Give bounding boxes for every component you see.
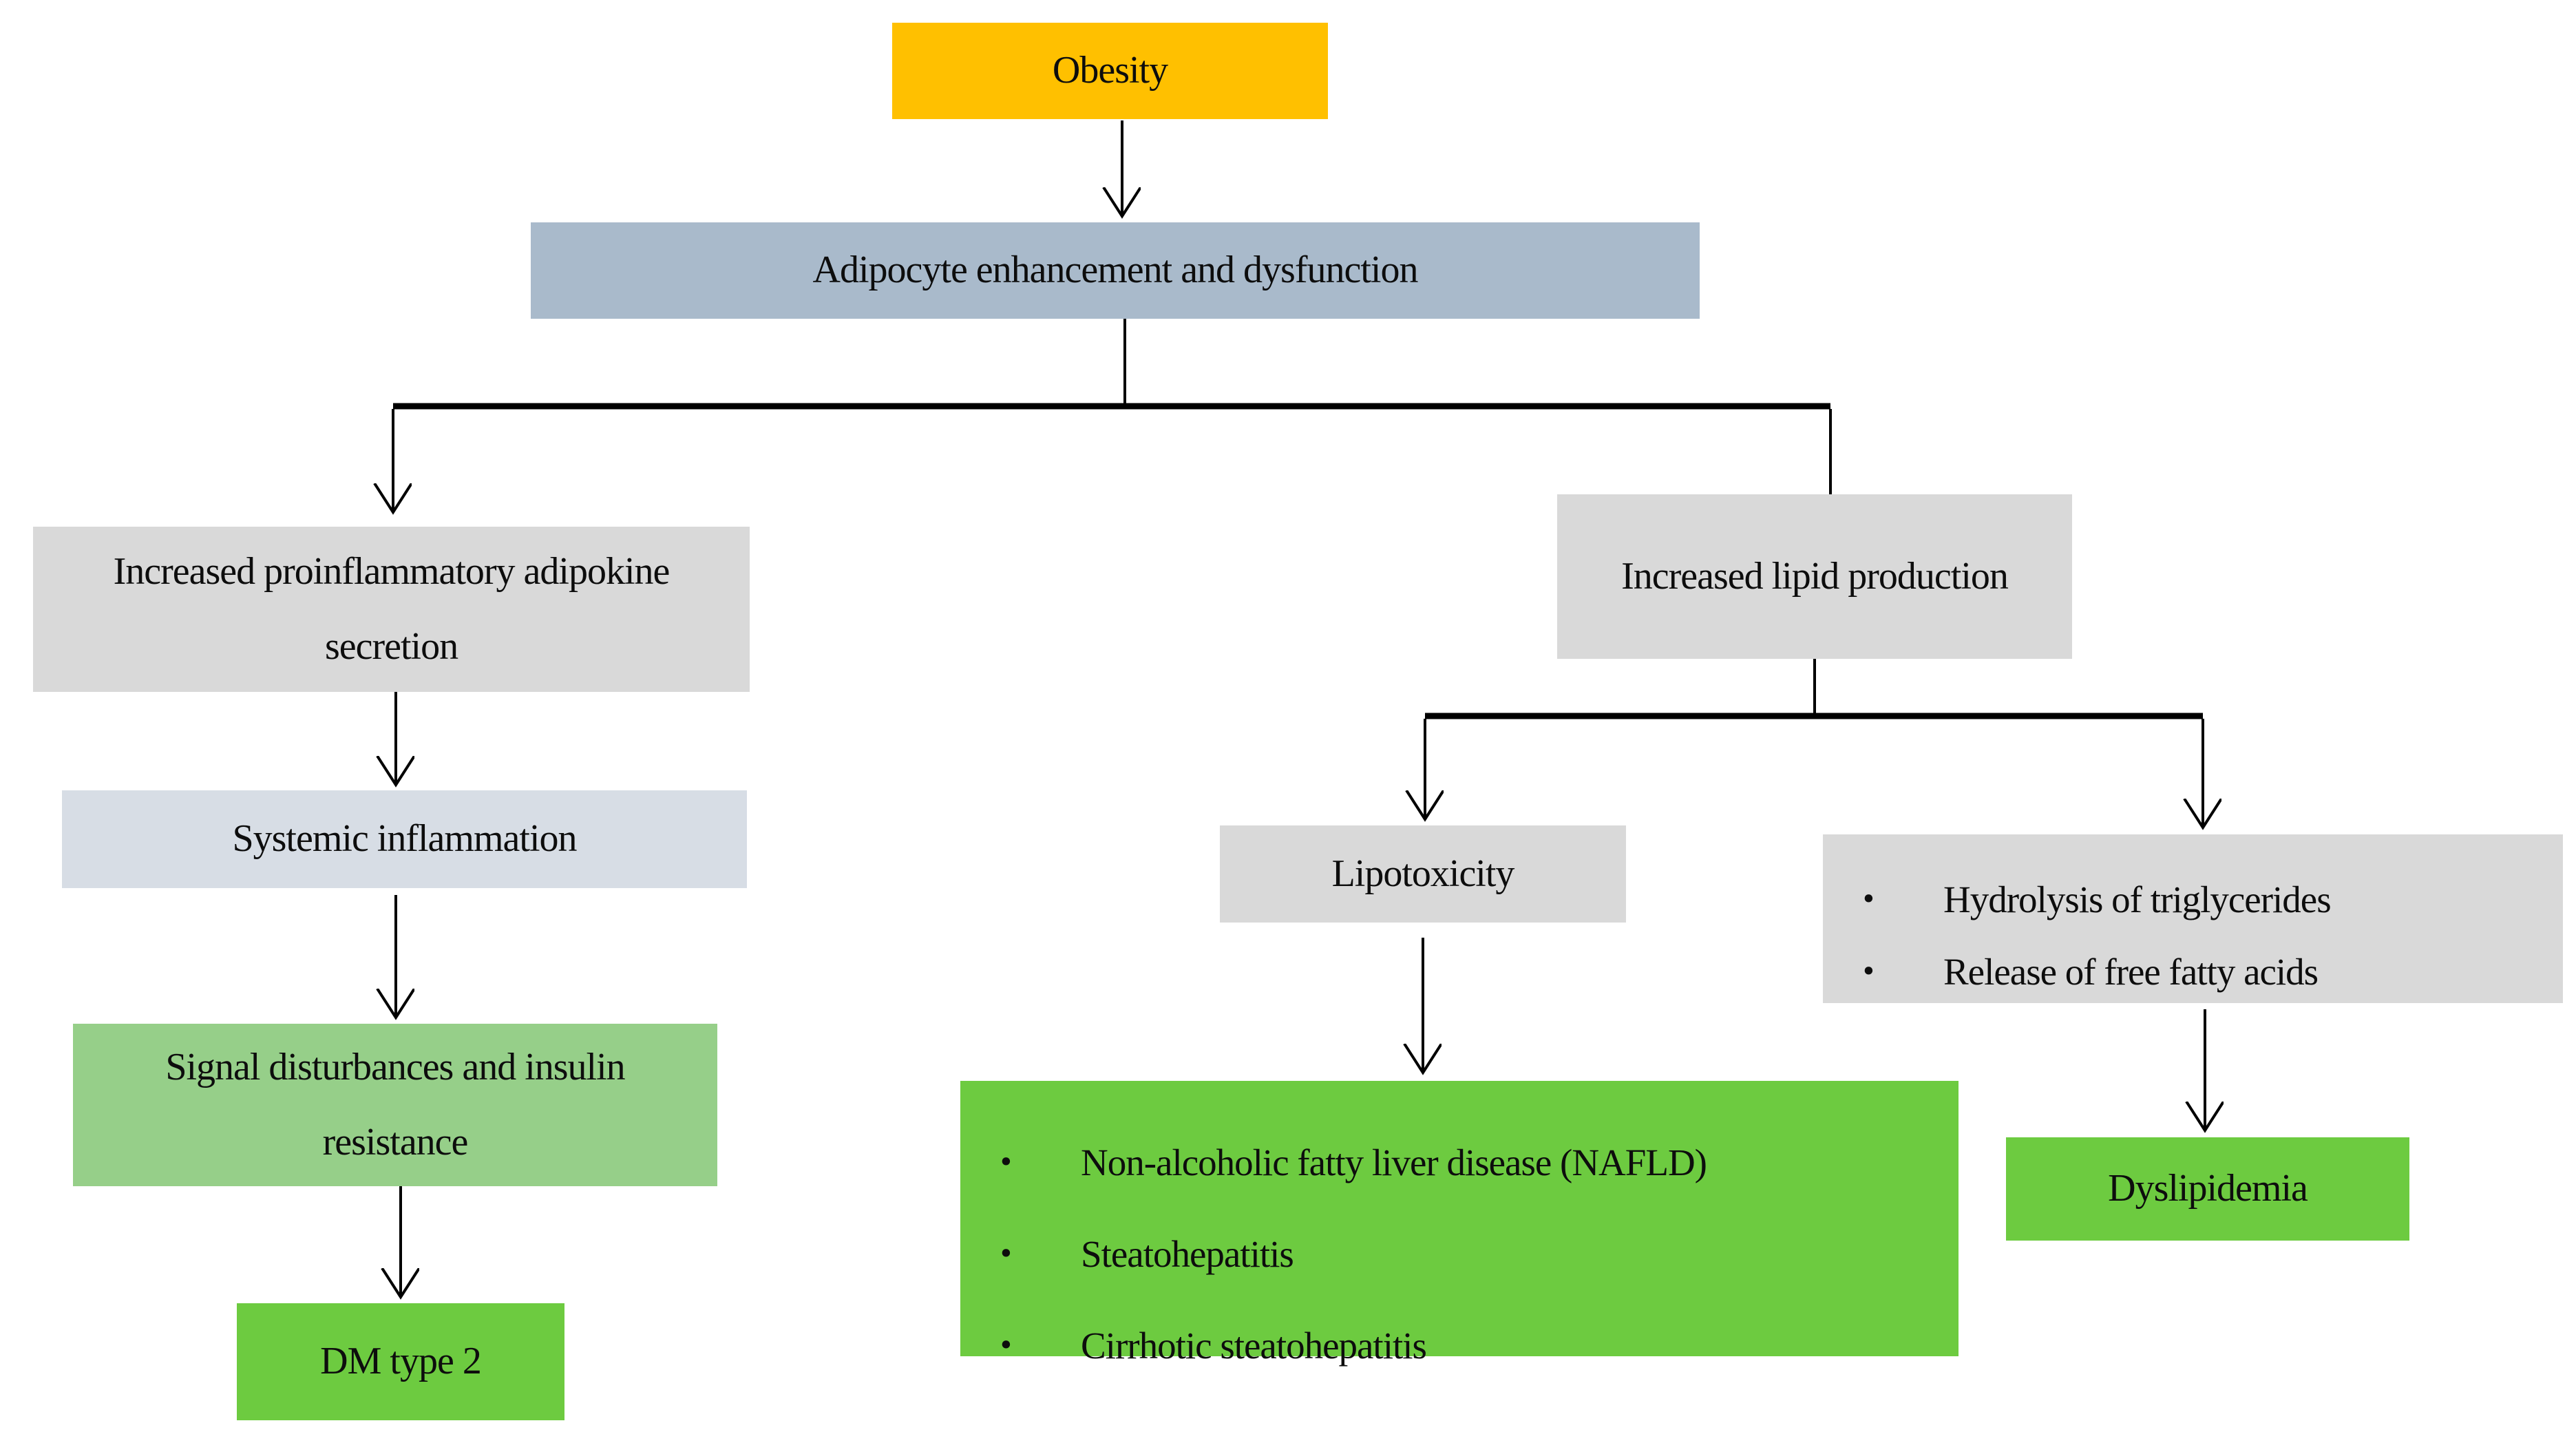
node-liver-disease-list: Non-alcoholic fatty liver disease (NAFLD…: [960, 1081, 1959, 1367]
node-dm-type-2: DM type 2: [237, 1303, 564, 1420]
list-item: Release of free fatty acids: [1823, 936, 2549, 1008]
list-item: Hydrolysis of triglycerides: [1823, 863, 2549, 936]
node-hydrolysis-list: Hydrolysis of triglycerides Release of f…: [1823, 834, 2563, 1003]
node-lipotoxicity: Lipotoxicity: [1220, 825, 1626, 923]
node-increased-lipid-production: Increased lipid production: [1557, 494, 2072, 659]
node-dyslipidemia: Dyslipidemia: [2006, 1137, 2409, 1241]
list-item: Steatohepatitis: [960, 1208, 1945, 1300]
node-systemic-inflammation: Systemic inflammation: [62, 790, 747, 888]
node-obesity: Obesity: [892, 23, 1328, 119]
node-proinflammatory-adipokine: Increased proinflammatory adipokine secr…: [33, 527, 750, 692]
list-item: Non-alcoholic fatty liver disease (NAFLD…: [960, 1117, 1945, 1208]
list-item: Cirrhotic steatohepatitis: [960, 1300, 1945, 1391]
node-adipocyte-enhancement: Adipocyte enhancement and dysfunction: [531, 222, 1700, 319]
node-signal-disturbances: Signal disturbances and insulin resistan…: [73, 1024, 717, 1186]
